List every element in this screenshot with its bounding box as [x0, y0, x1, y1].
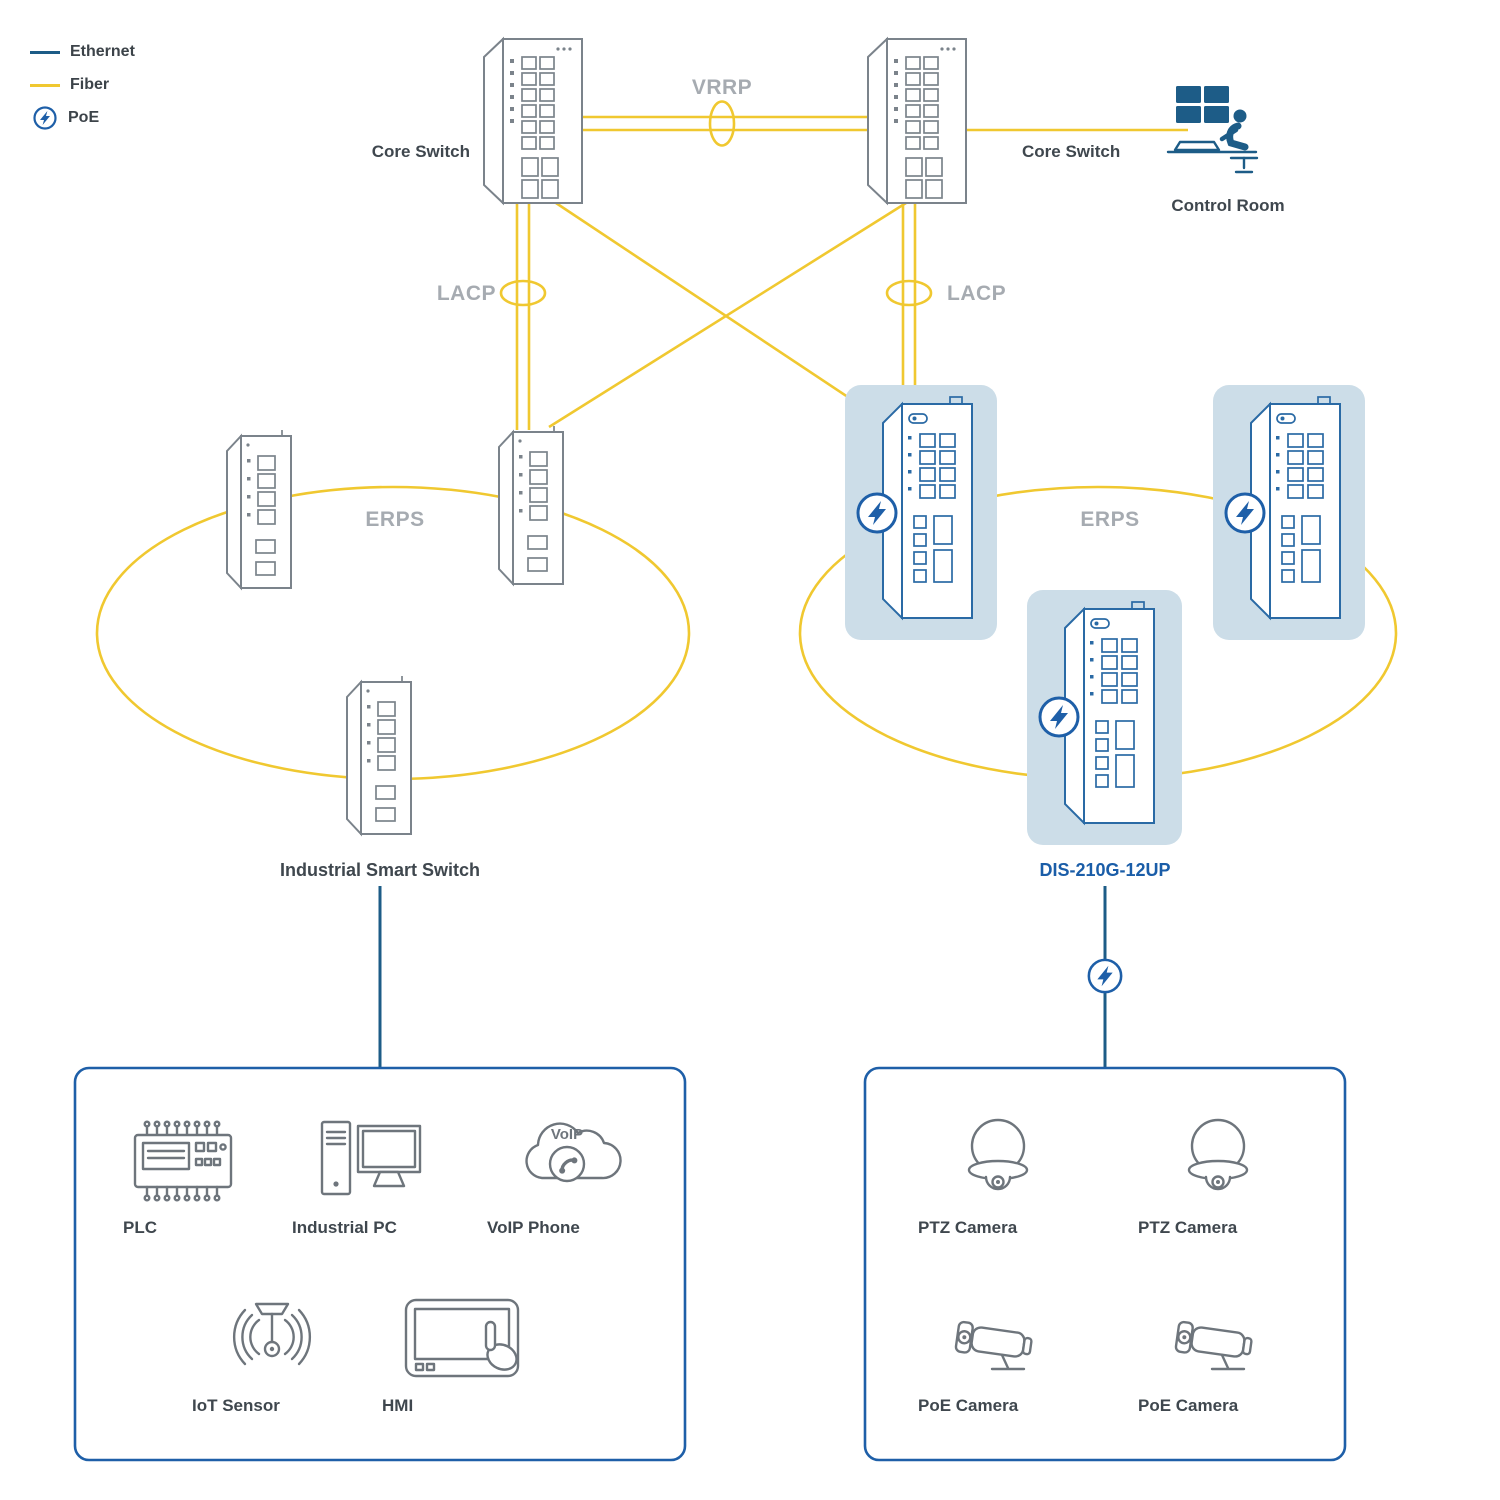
poe-camera-label-1: PoE Camera: [918, 1396, 1019, 1415]
legend-fiber-label: Fiber: [70, 76, 110, 93]
core-switch-left-label: Core Switch: [371, 142, 470, 161]
monitor-wall-icon: [1176, 86, 1229, 123]
plc-icon: [133, 1120, 233, 1202]
legend-item-poe: PoE: [30, 106, 135, 130]
plc-label: PLC: [123, 1218, 157, 1237]
edge-devices-box-right: [863, 1066, 1347, 1462]
legend: Ethernet Fiber PoE: [30, 40, 135, 130]
industrial-smart-switch-label: Industrial Smart Switch: [279, 860, 481, 880]
lacp-right-label: LACP: [947, 282, 1007, 305]
fiber-line-swatch: [30, 83, 60, 87]
cross-fiber-link-left-to-right: [555, 201, 891, 427]
legend-poe-label: PoE: [68, 109, 100, 126]
core-switch-left-icon: [483, 38, 583, 204]
iot-sensor-icon: [232, 1302, 312, 1366]
poe-badge-icon: [1224, 492, 1266, 534]
lacp-left-label: LACP: [436, 282, 496, 305]
dis-210g-12up-label: DIS-210G-12UP: [1039, 860, 1171, 880]
ptz-camera-icon-1: [967, 1118, 1029, 1191]
poe-switch-group-bottom: [1027, 590, 1182, 845]
fiber-links: [95, 100, 1398, 781]
vrrp-label: VRRP: [691, 76, 753, 99]
voip-phone-label: VoIP Phone: [487, 1218, 580, 1237]
lacp-right-aggregation-ellipse: [885, 279, 933, 307]
lacp-left-aggregation-ellipse: [499, 279, 547, 307]
touch-hand-icon: [484, 1320, 518, 1371]
industrial-pc-label: Industrial PC: [292, 1218, 397, 1237]
poe-camera-icon-1: [954, 1320, 1034, 1371]
core-switch-right-label: Core Switch: [1022, 142, 1121, 161]
core-switch-right-icon: [867, 38, 967, 204]
voip-cloud-text: VoIP: [550, 1126, 584, 1143]
poe-switch-group-right: [1213, 385, 1365, 640]
poe-switch-group-left: [845, 385, 997, 640]
operator-person-icon: [1219, 109, 1259, 174]
erps-left-label: ERPS: [365, 508, 425, 531]
edge-devices-box-left: [73, 1066, 687, 1462]
poe-badge-icon-link: [1087, 958, 1123, 994]
keyboard-icon: [1173, 140, 1221, 152]
poe-camera-label-2: PoE Camera: [1138, 1396, 1239, 1415]
ethernet-links: [378, 886, 1107, 1068]
phone-handset-icon: [559, 1157, 578, 1174]
ethernet-line-swatch: [30, 50, 60, 54]
control-room-icon: [1166, 86, 1259, 174]
voip-phone-icon: [525, 1122, 622, 1183]
hmi-label: HMI: [382, 1396, 414, 1415]
cross-fiber-link-right-to-left: [548, 201, 907, 429]
hmi-icon: [404, 1298, 520, 1378]
erps-right-label: ERPS: [1080, 508, 1140, 531]
legend-item-ethernet: Ethernet: [30, 40, 135, 64]
industrial-smart-switch-icon: [346, 675, 412, 835]
iot-sensor-label: IoT Sensor: [192, 1396, 280, 1415]
ptz-camera-icon-2: [1187, 1118, 1249, 1191]
vrrp-aggregation-ellipse: [708, 100, 736, 147]
ptz-camera-label-2: PTZ Camera: [1138, 1218, 1238, 1237]
legend-ethernet-label: Ethernet: [70, 43, 135, 60]
ptz-camera-label-1: PTZ Camera: [918, 1218, 1018, 1237]
industrial-switch-icon-ring-left-b: [498, 425, 564, 585]
poe-badge-icon: [1038, 696, 1080, 738]
industrial-switch-icon-ring-left-a: [226, 429, 292, 589]
legend-item-fiber: Fiber: [30, 73, 135, 97]
poe-camera-icon-2: [1174, 1320, 1254, 1371]
poe-badge-icon: [856, 492, 898, 534]
poe-icon: [33, 106, 57, 130]
control-room-label: Control Room: [1171, 196, 1285, 215]
industrial-pc-icon: [320, 1120, 422, 1196]
